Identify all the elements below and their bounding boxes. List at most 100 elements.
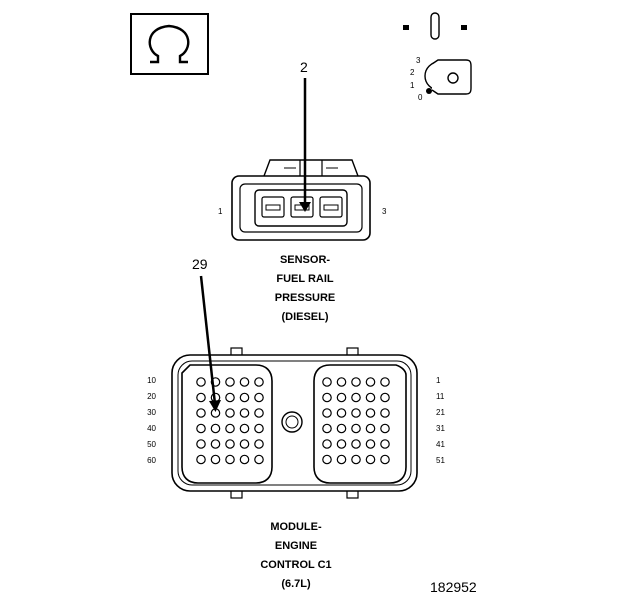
ecm-left-cavity xyxy=(225,454,235,465)
ecm-left-cavity-grid xyxy=(196,377,264,465)
ecm-right-cavity xyxy=(380,454,390,465)
sensor-caption: SENSOR- FUEL RAIL PRESSURE (DIESEL) xyxy=(275,254,336,323)
sensor-caption-line-4: (DIESEL) xyxy=(281,311,328,323)
ecm-left-cavity xyxy=(196,392,206,403)
ecm-right-cavity xyxy=(351,377,361,387)
sensor-caption-line-1: SENSOR- xyxy=(280,254,330,266)
ecm-left-cavity xyxy=(254,408,264,418)
ecm-left-cavity xyxy=(239,408,250,418)
ecm-left-cavity xyxy=(196,423,206,434)
ecm-right-cavity xyxy=(322,423,332,434)
ignition-position-1: 1 xyxy=(410,81,415,90)
ecm-right-cavity xyxy=(380,392,390,403)
ecm-right-cavity xyxy=(380,377,390,387)
ecm-left-cavity xyxy=(254,377,264,387)
ecm-row-label-30: 30 xyxy=(147,408,156,417)
ecm-right-cavity xyxy=(380,423,390,434)
sensor-caption-line-3: PRESSURE xyxy=(275,292,336,304)
ecm-right-cavity xyxy=(365,377,376,387)
ecm-row-label-41: 41 xyxy=(436,440,445,449)
ecm-left-cavity xyxy=(254,439,264,449)
sensor-pin-cavity-3 xyxy=(319,196,343,218)
ecm-left-cavity xyxy=(210,377,221,387)
ecm-right-cavity xyxy=(336,392,347,403)
ecm-right-cavity xyxy=(365,454,376,465)
ecm-caption-line-4: (6.7L) xyxy=(281,578,311,590)
ecm-left-cavity xyxy=(225,392,235,403)
ecm-right-cavity xyxy=(322,392,332,403)
ecm-right-cavity xyxy=(380,408,390,418)
ecm-left-cavity xyxy=(225,439,235,449)
sensor-pin-label-1: 1 xyxy=(218,207,223,216)
ecm-caption-line-2: ENGINE xyxy=(275,540,317,552)
sensor-caption-line-2: FUEL RAIL xyxy=(276,273,334,285)
ecm-left-cavity xyxy=(239,454,250,465)
ecm-callout-number: 29 xyxy=(192,256,208,272)
ecm-left-row-labels: 10 20 30 40 50 60 xyxy=(147,376,156,465)
ecm-right-cavity xyxy=(322,439,332,449)
figure-number: 182952 xyxy=(430,579,477,595)
ecm-right-cavity xyxy=(322,377,332,387)
ecm-right-cavity xyxy=(336,423,347,434)
sensor-callout-number: 2 xyxy=(300,59,308,75)
ecm-row-label-60: 60 xyxy=(147,456,156,465)
ecm-left-cavity xyxy=(225,377,235,387)
ecm-left-cavity xyxy=(210,423,221,434)
ignition-key-icon: 3 2 1 0 xyxy=(403,12,472,102)
sensor-pin-cavity-1 xyxy=(261,196,285,218)
ecm-row-label-51: 51 xyxy=(436,456,445,465)
ecm-right-cavity xyxy=(351,439,361,449)
ecm-left-cavity xyxy=(239,439,250,449)
ecm-left-cavity xyxy=(210,454,221,465)
ecm-left-cavity xyxy=(196,408,206,418)
ecm-row-label-31: 31 xyxy=(436,424,445,433)
ecm-left-cavity xyxy=(196,454,206,465)
ecm-right-cavity xyxy=(365,392,376,403)
ecm-right-cavity xyxy=(336,408,347,418)
ecm-left-cavity xyxy=(239,377,250,387)
ecm-right-cavity xyxy=(351,423,361,434)
ecm-right-cavity-grid xyxy=(322,377,390,465)
ecm-callout: 29 xyxy=(192,256,221,412)
ecm-left-cavity xyxy=(239,423,250,434)
ecm-right-cavity xyxy=(365,408,376,418)
ecm-row-label-1: 1 xyxy=(436,376,441,385)
ecm-left-cavity xyxy=(254,454,264,465)
ecm-right-cavity xyxy=(351,392,361,403)
ecm-right-cavity xyxy=(336,439,347,449)
ecm-caption: MODULE- ENGINE CONTROL C1 (6.7L) xyxy=(260,521,331,590)
ecm-right-cavity xyxy=(351,454,361,465)
ignition-position-2: 2 xyxy=(410,68,415,77)
ecm-left-cavity xyxy=(254,423,264,434)
ecm-row-label-10: 10 xyxy=(147,376,156,385)
ecm-right-cavity xyxy=(365,423,376,434)
ecm-left-cavity xyxy=(254,392,264,403)
ohm-icon xyxy=(130,13,209,75)
ecm-caption-line-3: CONTROL C1 xyxy=(260,559,331,571)
ecm-connector: 10 20 30 40 50 60 1 11 21 31 41 51 xyxy=(147,347,445,499)
ignition-position-3: 3 xyxy=(416,56,421,65)
ecm-right-cavity xyxy=(322,408,332,418)
ecm-right-cavity xyxy=(380,439,390,449)
ecm-row-label-11: 11 xyxy=(436,392,445,401)
ecm-right-cavity xyxy=(336,454,347,465)
ecm-right-row-labels: 1 11 21 31 41 51 xyxy=(436,376,445,465)
ecm-row-label-21: 21 xyxy=(436,408,445,417)
sensor-pin-label-3: 3 xyxy=(382,207,387,216)
ecm-left-cavity xyxy=(239,392,250,403)
ecm-left-cavity xyxy=(196,377,206,387)
ecm-left-cavity xyxy=(196,439,206,449)
ecm-left-cavity xyxy=(225,408,235,418)
ecm-row-label-20: 20 xyxy=(147,392,156,401)
ecm-right-cavity xyxy=(351,408,361,418)
ecm-row-label-50: 50 xyxy=(147,440,156,449)
sensor-connector: 1 3 xyxy=(218,159,387,241)
ecm-right-cavity xyxy=(365,439,376,449)
ecm-row-label-40: 40 xyxy=(147,424,156,433)
ignition-position-0: 0 xyxy=(418,93,423,102)
sensor-callout: 2 xyxy=(299,59,311,212)
ecm-left-cavity xyxy=(225,423,235,434)
ecm-right-cavity xyxy=(336,377,347,387)
ecm-right-cavity xyxy=(322,454,332,465)
